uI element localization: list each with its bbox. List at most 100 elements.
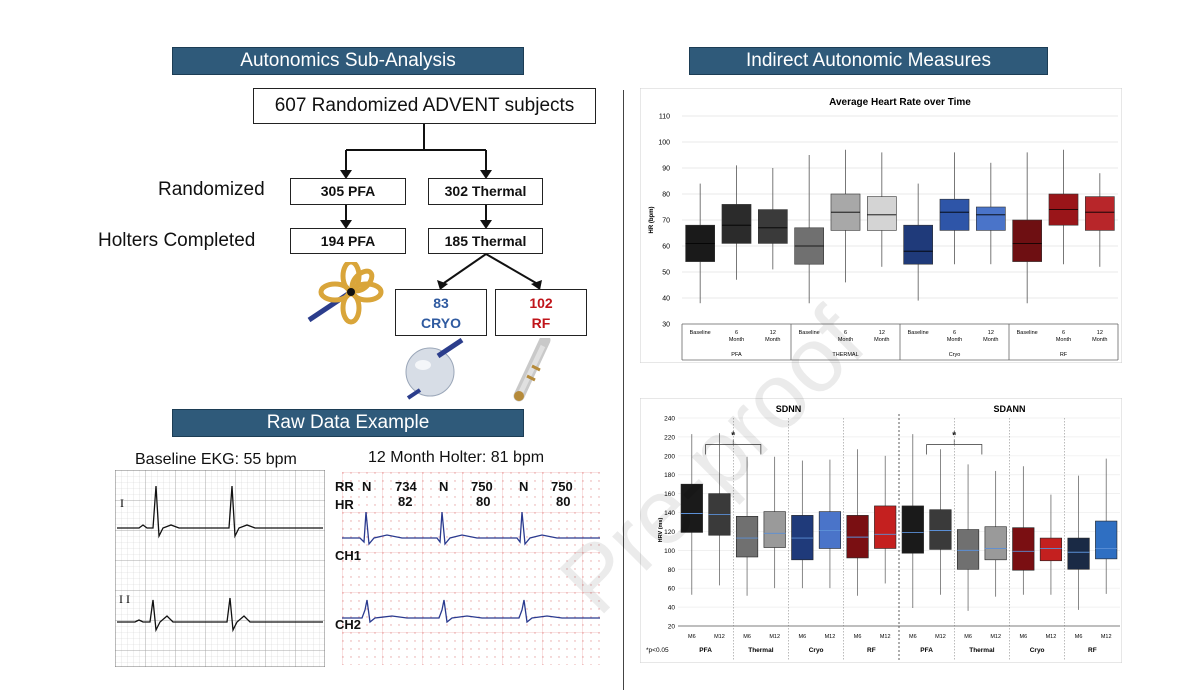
hr-ytick-80: 80 (662, 192, 670, 199)
holters-completed-row-label: Holters Completed (98, 230, 256, 251)
hr-ytick-100: 100 (658, 140, 670, 147)
hr-time-label-thermal-baseline: Baseline (799, 330, 820, 336)
cryo-box: 83 CRYO (395, 289, 487, 336)
hrv-box-sdann-pfa-m12 (929, 509, 952, 550)
rf-label: RF (531, 315, 551, 331)
hr-time-label-part: 12 (770, 330, 776, 336)
hrv-box-sdnn-cryo-m12 (818, 511, 842, 549)
hr-ytick-70: 70 (662, 218, 670, 225)
pfa-randomized-box: 305 PFA (290, 178, 406, 205)
hr-time-label-part: 12 (879, 330, 885, 336)
hrv-ytick-180: 180 (664, 472, 675, 479)
hrv-ytick-60: 60 (668, 586, 676, 593)
hrv-box-sdann-thermal-m6 (956, 529, 980, 570)
hrv-box-sdann-cryo-m12 (1039, 537, 1063, 562)
hr-group-label-thermal: THERMAL (832, 352, 858, 358)
hrv-group-label-sdann-rf: RF (1088, 647, 1097, 654)
randomized-subjects-box: 607 Randomized ADVENT subjects (253, 88, 596, 124)
indirect-autonomic-measures-banner: Indirect Autonomic Measures (689, 47, 1048, 75)
hrv-time-label-sdann-rf-m12: M12 (1101, 634, 1112, 640)
ekg-lead-i-label: I (120, 496, 124, 510)
hrv-box-sdnn-pfa-m6 (680, 483, 703, 533)
hr-box-pfa-6-month (721, 204, 752, 244)
thermal-randomized-box: 302 Thermal (428, 178, 543, 205)
hrv-time-label-sdann-pfa-m6: M6 (909, 634, 917, 640)
hr-box-pfa-12-month (758, 209, 788, 244)
hr-time-label-part: Month (874, 337, 889, 343)
hrv-box-sdnn-thermal-m6 (735, 516, 759, 558)
hrv-box-sdann-rf-m6 (1067, 537, 1090, 570)
hrv-time-label-sdnn-cryo-m12: M12 (825, 634, 836, 640)
hrv-box-sdnn-thermal-m12 (763, 511, 786, 548)
holter-rr-label: RR (335, 479, 354, 494)
hr-time-label-part: 6 (844, 330, 847, 336)
pfa-catheter-image (307, 262, 384, 325)
hrv-box-sdann-thermal-m12 (984, 526, 1007, 561)
hrv-time-label-sdnn-thermal-m12: M12 (769, 634, 780, 640)
hr-time-label-part: 12 (1097, 330, 1103, 336)
hrv-ytick-40: 40 (668, 605, 676, 612)
hrv-box-sdnn-rf-m12 (874, 505, 897, 549)
hr-time-label-pfa-baseline: Baseline (690, 330, 711, 336)
holter-strip (342, 472, 600, 665)
hr-time-label-part: 12 (988, 330, 994, 336)
hr-ytick-50: 50 (662, 270, 670, 277)
hrv-box-sdann-cryo-m6 (1012, 527, 1035, 571)
hrv-time-label-sdnn-pfa-m12: M12 (714, 634, 725, 640)
hr-time-label-part: Baseline (908, 330, 929, 336)
holter-hr-value-3: 80 (556, 494, 571, 509)
rf-catheter-image (513, 338, 551, 402)
hrv-group-label-sdnn-cryo: Cryo (809, 647, 824, 654)
holter-beat-type-1: N (362, 479, 372, 494)
holter-ch1-trace (342, 511, 600, 546)
hr-group-label-cryo: Cryo (949, 352, 961, 358)
hr-time-label-part: 6 (1062, 330, 1065, 336)
hr-box-rf-12-month (1084, 196, 1115, 231)
hrv-time-label-sdnn-pfa-m6: M6 (688, 634, 696, 640)
hrv-ytick-200: 200 (664, 453, 675, 460)
hrv-time-label-sdnn-cryo-m6: M6 (798, 634, 806, 640)
hr-group-label-pfa: PFA (731, 352, 742, 358)
hrv-group-label-sdnn-pfa: PFA (699, 647, 712, 654)
holter-rr-value-1: 734 (395, 479, 417, 494)
hr-box-rf-baseline (1012, 219, 1042, 262)
holter-ch2-trace (342, 599, 600, 624)
hr-box-thermal-12-month (867, 196, 897, 231)
hrv-panel-title-sdnn: SDNN (776, 404, 802, 414)
hr-ytick-30: 30 (662, 322, 670, 329)
holter-ch1-label: CH1 (335, 548, 362, 563)
randomized-row-label: Randomized (158, 179, 265, 200)
hr-time-label-part: 6 (953, 330, 956, 336)
hr-time-label-part: Month (729, 337, 744, 343)
hr-ytick-40: 40 (662, 296, 670, 303)
raw-data-example-banner: Raw Data Example (172, 409, 524, 437)
hr-ytick-110: 110 (659, 114, 670, 121)
hrv-ytick-20: 20 (668, 624, 676, 631)
holter-hr-value-1: 82 (398, 494, 413, 509)
hrv-footnote: *p<0.05 (646, 647, 669, 654)
ekg-lead-i-trace (117, 485, 323, 539)
hrv-ytick-220: 220 (664, 434, 675, 441)
hrv-box-sdann-rf-m12 (1095, 520, 1118, 560)
hrv-time-label-sdann-thermal-m6: M6 (964, 634, 972, 640)
holter-beat-type-3: N (519, 479, 529, 494)
hr-time-label-cryo-baseline: Baseline (908, 330, 929, 336)
hrv-ytick-120: 120 (664, 529, 675, 536)
hrv-group-label-sdnn-rf: RF (867, 647, 876, 654)
hrv-ytick-140: 140 (664, 510, 675, 517)
hrv-group-label-sdnn-thermal: Thermal (748, 647, 773, 654)
hrv-time-label-sdnn-rf-m12: M12 (880, 634, 891, 640)
hr-time-label-part: Baseline (690, 330, 711, 336)
hr-time-label-part: Month (1092, 337, 1107, 343)
hrv-ytick-100: 100 (664, 548, 675, 555)
hrv-time-label-sdann-cryo-m6: M6 (1019, 634, 1027, 640)
hrv-time-label-sdnn-rf-m6: M6 (854, 634, 862, 640)
hr-time-label-part: Month (983, 337, 998, 343)
hrv-box-sdnn-rf-m6 (846, 515, 869, 559)
